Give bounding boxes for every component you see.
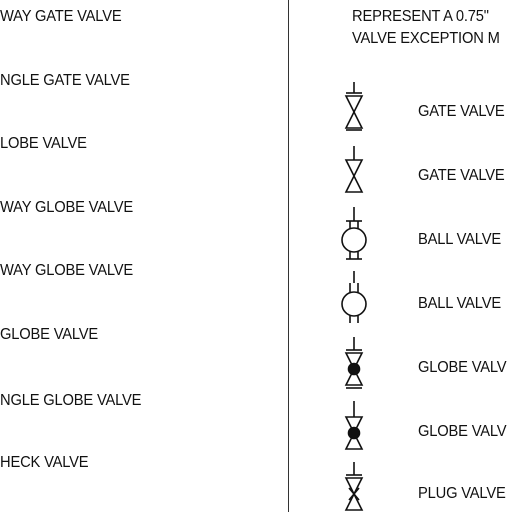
ball-valve-icon xyxy=(337,271,371,327)
globe-valve-icon xyxy=(337,337,371,391)
legend-label-globe-2: GLOBE VALV xyxy=(418,423,507,440)
gate-valve-icon xyxy=(337,146,371,196)
note-line-1: REPRESENT A 0.75" xyxy=(352,8,489,25)
left-label-7: NGLE GLOBE VALVE xyxy=(0,392,142,409)
left-label-4: WAY GLOBE VALVE xyxy=(0,199,134,216)
left-label-6: GLOBE VALVE xyxy=(0,326,99,343)
ball-valve-icon xyxy=(337,207,371,263)
left-label-1: WAY GATE VALVE xyxy=(0,8,122,25)
legend-label-ball-2: BALL VALVE xyxy=(418,295,502,312)
left-label-5: WAY GLOBE VALVE xyxy=(0,262,134,279)
legend-label-gate-2: GATE VALVE xyxy=(418,167,505,184)
globe-valve-icon xyxy=(337,401,371,455)
plug-valve-icon xyxy=(337,462,371,512)
note-line-2: VALVE EXCEPTION M xyxy=(352,30,500,47)
legend-label-globe-1: GLOBE VALV xyxy=(418,359,507,376)
legend-label-plug: PLUG VALVE xyxy=(418,485,506,502)
left-label-3: LOBE VALVE xyxy=(0,135,87,152)
legend-label-ball-1: BALL VALVE xyxy=(418,231,502,248)
column-divider xyxy=(288,0,289,512)
gate-valve-icon xyxy=(337,82,371,132)
left-label-2: NGLE GATE VALVE xyxy=(0,72,130,89)
left-label-8: HECK VALVE xyxy=(0,454,89,471)
legend-label-gate-1: GATE VALVE xyxy=(418,103,505,120)
